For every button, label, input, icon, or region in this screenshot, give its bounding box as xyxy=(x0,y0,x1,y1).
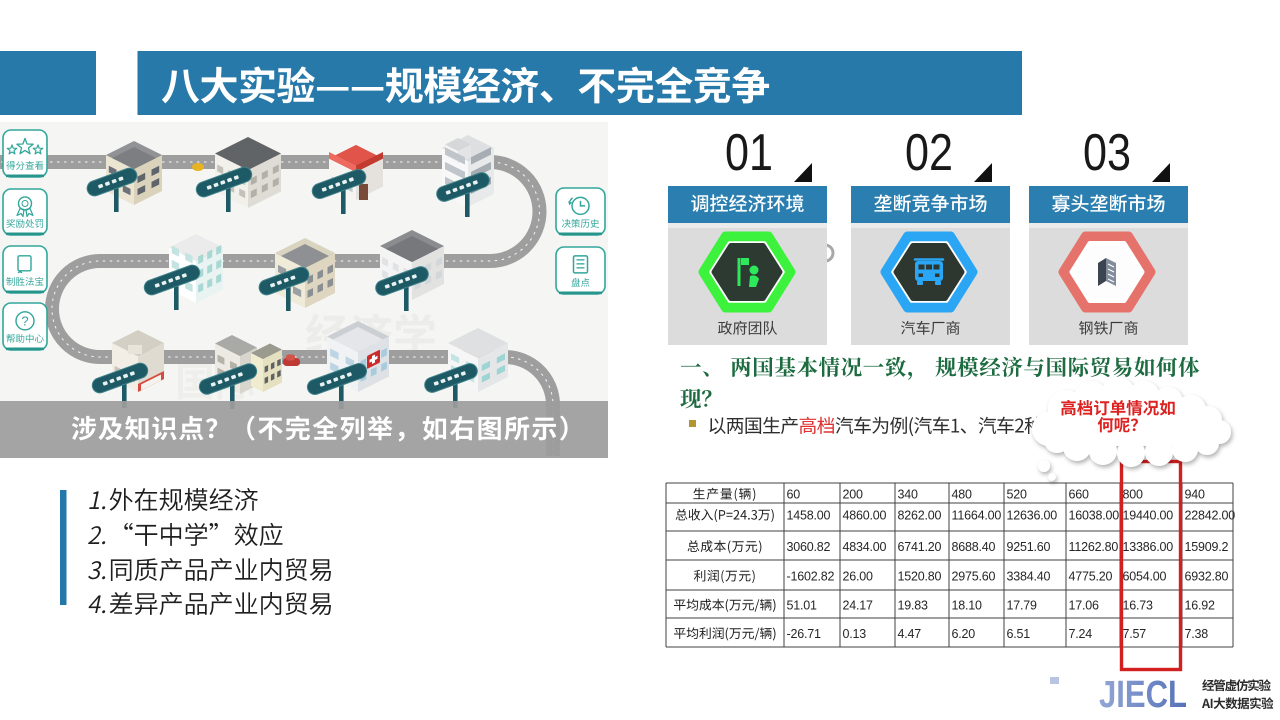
svg-text:12636.00: 12636.00 xyxy=(1007,509,1058,523)
svg-text:02: 02 xyxy=(905,124,953,182)
svg-text:3384.40: 3384.40 xyxy=(1007,570,1051,584)
svg-text:-1602.82: -1602.82 xyxy=(787,570,835,584)
svg-text:22842.00: 22842.00 xyxy=(1185,509,1236,523)
svg-text:01: 01 xyxy=(725,124,773,182)
svg-text:15909.2: 15909.2 xyxy=(1185,540,1229,554)
svg-text:7.57: 7.57 xyxy=(1123,627,1147,641)
svg-text:6.51: 6.51 xyxy=(1007,627,1031,641)
svg-text:4834.00: 4834.00 xyxy=(843,540,887,554)
svg-text:16.92: 16.92 xyxy=(1185,599,1216,613)
svg-text:6741.20: 6741.20 xyxy=(898,540,942,554)
svg-text:800: 800 xyxy=(1123,488,1144,502)
svg-text:17.79: 17.79 xyxy=(1007,599,1038,613)
svg-text:6932.80: 6932.80 xyxy=(1185,570,1229,584)
svg-text:19.83: 19.83 xyxy=(898,599,929,613)
svg-text:17.06: 17.06 xyxy=(1069,599,1100,613)
svg-text:340: 340 xyxy=(898,488,919,502)
svg-text:51.01: 51.01 xyxy=(787,599,818,613)
svg-text:13386.00: 13386.00 xyxy=(1123,540,1174,554)
svg-text:19440.00: 19440.00 xyxy=(1123,509,1174,523)
svg-text:1458.00: 1458.00 xyxy=(787,509,831,523)
svg-text:7.24: 7.24 xyxy=(1069,627,1093,641)
svg-text:6054.00: 6054.00 xyxy=(1123,570,1167,584)
svg-text:11664.00: 11664.00 xyxy=(952,509,1002,523)
svg-text:3060.82: 3060.82 xyxy=(787,540,831,554)
svg-text:18.10: 18.10 xyxy=(952,599,983,613)
svg-text:1520.80: 1520.80 xyxy=(898,570,942,584)
svg-text:4.47: 4.47 xyxy=(898,627,922,641)
svg-text:16.73: 16.73 xyxy=(1123,599,1154,613)
svg-text:940: 940 xyxy=(1185,488,1206,502)
svg-text:2975.60: 2975.60 xyxy=(952,570,996,584)
svg-text:480: 480 xyxy=(952,488,973,502)
svg-text:0.13: 0.13 xyxy=(843,627,867,641)
svg-text:JIECL: JIECL xyxy=(1099,674,1187,716)
svg-text:660: 660 xyxy=(1069,488,1090,502)
svg-text:03: 03 xyxy=(1083,124,1131,182)
svg-text:200: 200 xyxy=(843,488,864,502)
svg-text:?: ? xyxy=(21,313,28,328)
svg-text:9251.60: 9251.60 xyxy=(1007,540,1051,554)
svg-text:7.38: 7.38 xyxy=(1185,627,1209,641)
svg-text:8688.40: 8688.40 xyxy=(952,540,996,554)
svg-text:520: 520 xyxy=(1007,488,1028,502)
svg-text:60: 60 xyxy=(787,488,801,502)
svg-text:11262.80: 11262.80 xyxy=(1069,540,1119,554)
svg-text:4860.00: 4860.00 xyxy=(843,509,887,523)
svg-text:16038.00: 16038.00 xyxy=(1069,509,1120,523)
svg-text:24.17: 24.17 xyxy=(843,599,874,613)
svg-text:6.20: 6.20 xyxy=(952,627,976,641)
svg-text:26.00: 26.00 xyxy=(843,570,874,584)
svg-text:-26.71: -26.71 xyxy=(787,627,821,641)
svg-text:8262.00: 8262.00 xyxy=(898,509,942,523)
svg-text:4775.20: 4775.20 xyxy=(1069,570,1113,584)
